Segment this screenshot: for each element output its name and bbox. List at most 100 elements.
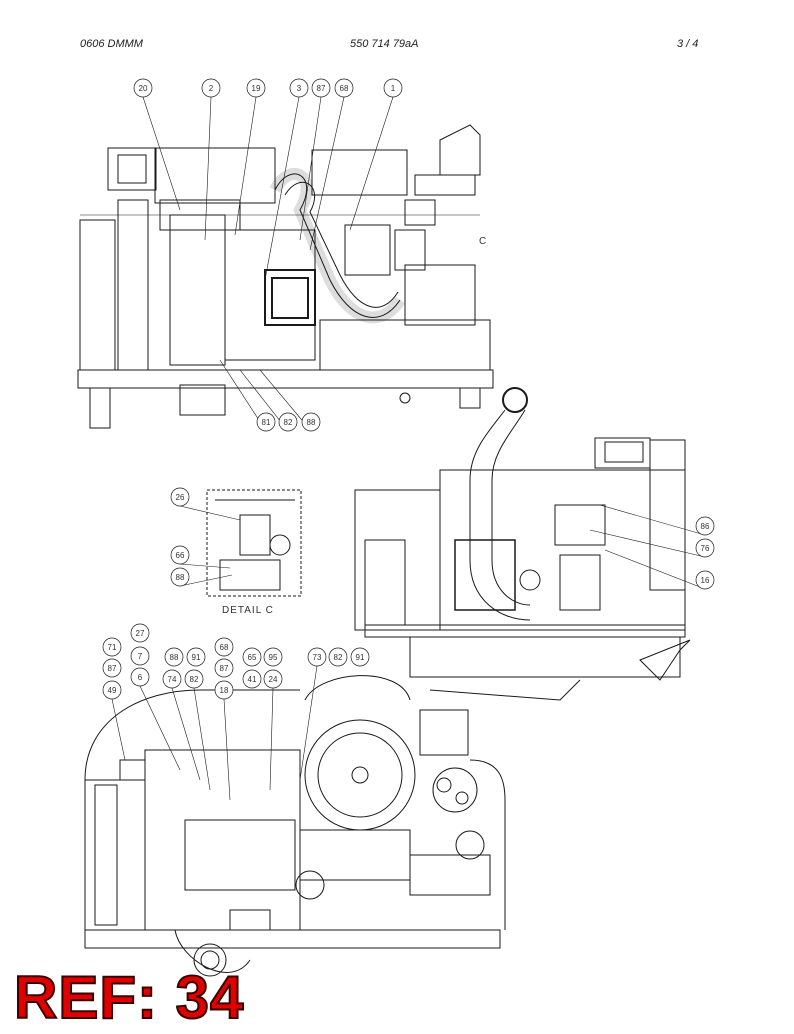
balloon-leader [299, 96, 322, 241]
balloon-lower-12: 95 [263, 647, 283, 667]
balloon-number: 87 [220, 664, 229, 673]
balloon-number: 19 [252, 84, 261, 93]
balloon-number: 88 [176, 573, 185, 582]
balloon-circle [170, 487, 190, 507]
lower-view [84, 675, 506, 977]
balloon-lower-7: 6 [130, 667, 181, 771]
balloon-lower-15: 91 [350, 647, 370, 667]
balloon-circle [311, 78, 331, 98]
balloon-number: 24 [269, 675, 278, 684]
balloon-circle [102, 658, 122, 678]
balloon-circle [184, 669, 204, 689]
balloon-circle [133, 78, 153, 98]
balloon-circle [278, 412, 298, 432]
balloon-circle [383, 78, 403, 98]
balloon-number: 82 [190, 675, 199, 684]
balloon-lower-3: 88 [164, 647, 184, 667]
balloon-number: 74 [168, 675, 177, 684]
balloon-number: 95 [269, 653, 278, 662]
balloon-lower-0: 27 [130, 623, 150, 643]
balloon-number: 68 [340, 84, 349, 93]
balloon-leader [179, 505, 241, 521]
balloon-circle [130, 667, 150, 687]
balloon-right-1: 76 [589, 529, 715, 558]
balloon-number: 82 [284, 418, 293, 427]
balloon-leader [309, 96, 345, 251]
balloon-circle [170, 567, 190, 587]
balloon-number: 88 [170, 653, 179, 662]
balloon-number: 66 [176, 551, 185, 560]
header-doc-code: 0606 DMMM [80, 38, 143, 50]
balloon-circle [246, 78, 266, 98]
balloon-detail-0: 26 [170, 487, 241, 521]
balloon-leader [179, 574, 233, 587]
top-view [77, 124, 494, 429]
balloon-circle [214, 637, 234, 657]
balloon-top_bottom-0: 81 [219, 359, 276, 432]
balloon-right-2: 16 [604, 549, 715, 590]
balloon-lower-6: 87 [102, 658, 122, 678]
balloon-lower-16: 41 [242, 669, 262, 689]
balloon-number: 71 [108, 643, 117, 652]
balloon-top-6: 1 [349, 78, 403, 231]
balloon-top_bottom-1: 82 [239, 369, 298, 432]
balloon-number: 68 [220, 643, 229, 652]
balloon-circle [695, 516, 715, 536]
balloon-circle [186, 647, 206, 667]
balloon-circle [214, 680, 234, 700]
balloon-lower-18: 49 [102, 680, 126, 761]
balloon-leader [111, 698, 126, 761]
balloon-top-1: 2 [201, 78, 221, 241]
balloon-circle [102, 680, 122, 700]
balloon-lower-8: 74 [162, 669, 201, 781]
balloon-leader [589, 529, 706, 558]
balloon-leader [204, 96, 212, 241]
balloon-circle [263, 647, 283, 667]
balloon-leader [264, 96, 300, 281]
balloon-lower-13: 73 [299, 647, 327, 781]
balloon-top-0: 20 [133, 78, 181, 211]
balloon-lower-19: 18 [214, 680, 234, 801]
detail-c-view [206, 489, 302, 597]
balloon-number: 65 [248, 653, 257, 662]
balloon-leader [599, 504, 706, 536]
balloon-circle [164, 647, 184, 667]
balloon-leader [223, 698, 231, 801]
balloon-leader [179, 563, 231, 569]
balloon-circle [242, 669, 262, 689]
balloon-right-0: 86 [599, 504, 715, 536]
balloon-circle [263, 669, 283, 689]
balloon-number: 3 [297, 84, 302, 93]
balloon-lower-2: 7 [130, 646, 150, 666]
header-page-number: 3 / 4 [677, 38, 699, 50]
balloon-number: 82 [334, 653, 343, 662]
balloon-number: 91 [356, 653, 365, 662]
balloon-number: 41 [248, 675, 257, 684]
balloon-leader [234, 96, 257, 236]
balloon-detail-1: 66 [170, 545, 231, 569]
balloon-top_bottom-2: 88 [259, 369, 321, 432]
balloon-number: 20 [139, 84, 148, 93]
balloon-circle [256, 412, 276, 432]
balloon-leader [142, 96, 181, 211]
balloon-lower-17: 24 [263, 669, 283, 791]
balloon-leader [604, 549, 706, 590]
right-view [354, 387, 691, 701]
balloon-lower-4: 91 [186, 647, 206, 667]
balloon-circle [334, 78, 354, 98]
balloon-number: 88 [307, 418, 316, 427]
balloon-number: 87 [317, 84, 326, 93]
balloon-top-4: 87 [299, 78, 331, 241]
detail-c-label: DETAIL C [222, 605, 274, 616]
balloon-number: 81 [262, 418, 271, 427]
balloon-leader [299, 665, 318, 781]
balloon-number: 27 [136, 629, 145, 638]
balloon-circle [328, 647, 348, 667]
section-c-marker: C [479, 236, 487, 247]
balloon-number: 49 [108, 686, 117, 695]
balloon-leader [193, 687, 211, 791]
balloon-circle [162, 669, 182, 689]
balloon-circle [695, 538, 715, 558]
